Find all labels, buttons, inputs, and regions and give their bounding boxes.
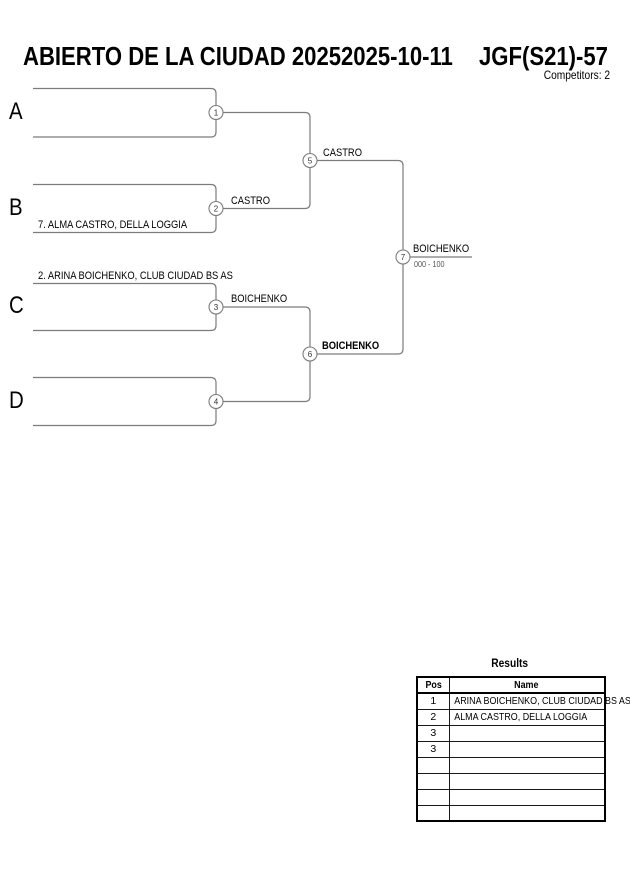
match-node-5-number: 5 [308, 156, 313, 165]
results-row-8 [416, 804, 606, 822]
tournament-title: ABIERTO DE LA CIUDAD 2025 [23, 41, 342, 71]
results-row-4: 3 [416, 740, 606, 758]
results-row-3-name [448, 724, 606, 742]
results-header-name: Name [448, 676, 606, 694]
results-row-1: 1 ARINA BOICHENKO, CLUB CIUDAD BS AS [416, 692, 630, 710]
match-node-7-number: 7 [401, 253, 406, 262]
results-row-7-pos [416, 788, 450, 806]
results-row-2: 2 ALMA CASTRO, DELLA LOGGIA [416, 708, 606, 726]
match-node-1-circle [208, 104, 224, 121]
slot-letter-a: A [9, 98, 23, 125]
match-node-7-circle [395, 249, 411, 265]
results-row-5-pos [416, 756, 450, 774]
match-node-3-number: 3 [214, 303, 219, 312]
results-row-3-pos: 3 [416, 724, 450, 742]
results-row-5 [416, 756, 606, 774]
results-row-8-pos [416, 804, 450, 822]
match-node-4-number: 4 [214, 397, 219, 406]
match-node-6-number: 6 [308, 350, 313, 359]
player-name-slot-c: 2. ARINA BOICHENKO, CLUB CIUDAD BS AS [38, 270, 233, 282]
semifinal-bottom-connector-line [216, 306, 311, 403]
results-title: Results [416, 657, 604, 670]
match-node-5-circle [302, 152, 318, 169]
match3-winner-label: BOICHENKO [231, 293, 288, 305]
semifinal5-winner-label: CASTRO [323, 147, 362, 159]
results-row-6-name [448, 772, 606, 790]
results-row-7-name [448, 788, 606, 806]
bracket-diagram: 1 2 3 4 5 6 7 [33, 87, 472, 427]
final-score: 000 - 100 [414, 259, 445, 269]
results-title-text: Results [491, 656, 529, 670]
results-header-pos: Pos [416, 676, 450, 694]
semifinal6-winner-label: BOICHENKO [322, 340, 380, 352]
slot-letter-c: C [9, 292, 24, 319]
match-node-4-circle [208, 393, 224, 410]
player-name-slot-b: 7. ALMA CASTRO, DELLA LOGGIA [38, 219, 188, 231]
results-row-6-pos [416, 772, 450, 790]
results-row-7 [416, 788, 606, 806]
match2-winner-label: CASTRO [231, 195, 270, 207]
results-row-8-name [448, 804, 606, 822]
competitors-count: Competitors: 2 [543, 68, 610, 82]
results-row-2-name: ALMA CASTRO, DELLA LOGGIA [448, 708, 606, 726]
results-row-3: 3 [416, 724, 606, 742]
results-row-2-pos: 2 [416, 708, 450, 726]
results-row-1-name: ARINA BOICHENKO, CLUB CIUDAD BS AS [448, 692, 630, 710]
results-row-4-pos: 3 [416, 740, 450, 758]
results-row-1-pos: 1 [416, 692, 450, 710]
match-node-2-number: 2 [214, 204, 219, 213]
slot-c-bracket-line [33, 282, 217, 332]
match-node-3-circle [208, 299, 224, 315]
match-node-1-number: 1 [214, 108, 219, 117]
slot-letter-b: B [9, 194, 23, 221]
final-connector-line [310, 159, 404, 355]
results-header-row: Pos Name [416, 676, 606, 694]
slot-a-bracket-line [33, 87, 217, 138]
results-row-6 [416, 772, 606, 790]
results-row-5-name [448, 756, 606, 774]
results-row-4-name [448, 740, 606, 758]
slot-letter-d: D [9, 387, 24, 414]
match-node-2-circle [208, 200, 224, 217]
match-node-6-circle [302, 346, 318, 362]
event-code: JGF(S21)-57 [479, 41, 608, 71]
results-table: Pos Name 1 ARINA BOICHENKO, CLUB CIUDAD … [416, 676, 630, 822]
final-winner-label: BOICHENKO [413, 243, 470, 255]
slot-d-bracket-line [33, 376, 217, 427]
tournament-date: 2025-10-11 [341, 41, 453, 71]
